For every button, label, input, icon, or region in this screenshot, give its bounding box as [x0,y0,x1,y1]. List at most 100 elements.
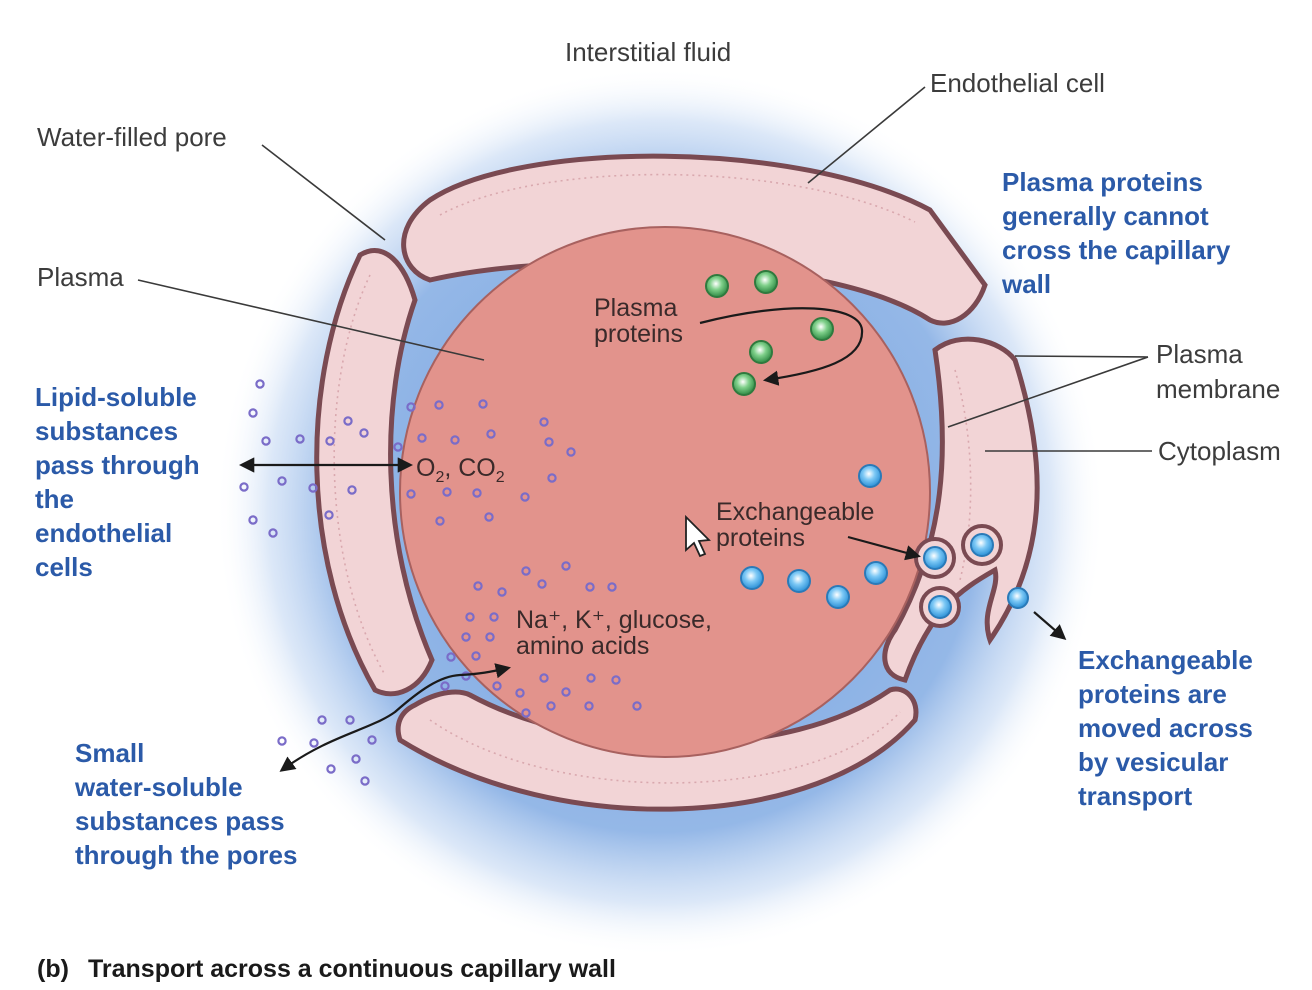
exchangeable-protein [864,561,888,585]
arrows [238,307,1067,772]
small-molecule [472,488,482,498]
plasma-protein [705,274,729,298]
small-molecule [295,434,305,444]
label-plasma-proteins-line2: proteins [594,320,683,348]
exchangeable-protein [928,595,952,619]
label-co2-sub: 2 [496,469,505,486]
exchangeable-protein [787,569,811,593]
small-molecule [248,515,258,525]
small-molecule [359,428,369,438]
small-molecule [360,776,370,786]
small-molecule [277,476,287,486]
label-exchangeable-line1: Exchangeable [716,498,874,526]
small-molecule [434,400,444,410]
exchangeable-protein [923,546,947,570]
small-molecule [584,701,594,711]
small-molecule [465,612,475,622]
small-molecule [473,581,483,591]
note-line: moved across [1078,713,1253,743]
label-endothelial-cell: Endothelial cell [930,68,1105,98]
note-line: the [35,484,74,514]
small-molecule [261,436,271,446]
mouse-cursor [685,514,711,558]
small-molecule [632,701,642,711]
note-line: endothelial [35,518,172,548]
arrow-pore-transport [279,663,512,772]
note-plasma-proteins: Plasma proteins generally cannot cross t… [1001,167,1231,299]
label-o2-sub: 2 [435,469,444,486]
label-gases: O2, CO2 [416,454,505,486]
label-plasma-membrane-line1: Plasma [1156,339,1243,369]
arrow-plasma-proteins [699,307,864,386]
note-line: by vesicular [1078,747,1228,777]
note-line: through the pores [75,840,297,870]
note-line: cross the capillary [1002,235,1231,265]
leader-endothelial-cell [807,86,926,184]
small-molecule [417,433,427,443]
note-line: Plasma proteins [1002,167,1203,197]
note-line: cells [35,552,93,582]
small-molecule [521,708,531,718]
note-line: substances pass [75,806,285,836]
note-lipid-soluble: Lipid-soluble substances pass through th… [35,382,200,582]
note-line: wall [1001,269,1051,299]
small-molecule [268,528,278,538]
small-molecule [586,673,596,683]
plasma-protein [732,372,756,396]
plasma-protein [749,340,773,364]
exchangeable-protein [858,464,882,488]
plasma-protein [810,317,834,341]
exchangeable-protein [826,585,850,609]
small-molecule [520,492,530,502]
small-molecule [308,483,318,493]
small-molecule [471,651,481,661]
figure-caption: (b) Transport across a continuous capill… [37,955,616,983]
note-line: generally cannot [1002,201,1209,231]
small-molecule [539,417,549,427]
small-molecule [406,402,416,412]
note-small-water-soluble: Small water-soluble substances pass thro… [74,738,297,870]
note-line: proteins are [1078,679,1227,709]
label-exchangeable-line2: proteins [716,524,805,552]
label-plasma-membrane-line2: membrane [1156,374,1280,404]
leader-water-filled-pore [261,144,386,241]
label-cytoplasm: Cytoplasm [1158,436,1281,466]
small-molecule [515,688,525,698]
plasma-proteins-group [705,270,834,396]
plasma-protein [754,270,778,294]
diagram-labels: Interstitial fluid Endothelial cell Wate… [37,37,1281,660]
arrow-vesicle-out [1033,611,1067,641]
label-ions-line2: amino acids [516,632,649,660]
note-line: pass through [35,450,200,480]
leader-plasma-membrane-2 [947,356,1149,428]
label-interstitial-fluid: Interstitial fluid [565,37,731,67]
small-molecule [446,652,456,662]
small-molecule [478,399,488,409]
plasma-lumen [399,226,931,758]
label-plasma: Plasma [37,262,124,292]
small-molecule [442,487,452,497]
small-molecule [611,675,621,685]
label-water-filled-pore: Water-filled pore [37,122,227,152]
small-molecule [544,437,554,447]
label-co2: , CO [444,454,495,482]
small-molecule [484,512,494,522]
exchangeable-protein [970,533,994,557]
small-molecule [489,612,499,622]
small-molecule [497,587,507,597]
leader-plasma-membrane-1 [1014,355,1149,358]
label-plasma-proteins-line1: Plasma [594,294,677,322]
small-molecule [343,416,353,426]
arrow-exchangeable-to-vesicle [847,535,921,561]
note-line: Exchangeable [1078,645,1253,675]
note-line: substances [35,416,178,446]
note-line: Lipid-soluble [35,382,197,412]
small-molecule [324,510,334,520]
small-molecule [547,473,557,483]
small-molecule [393,442,403,452]
small-molecule [239,482,249,492]
note-vesicular: Exchangeable proteins are moved across b… [1078,645,1253,811]
exchangeable-protein [1007,587,1029,609]
